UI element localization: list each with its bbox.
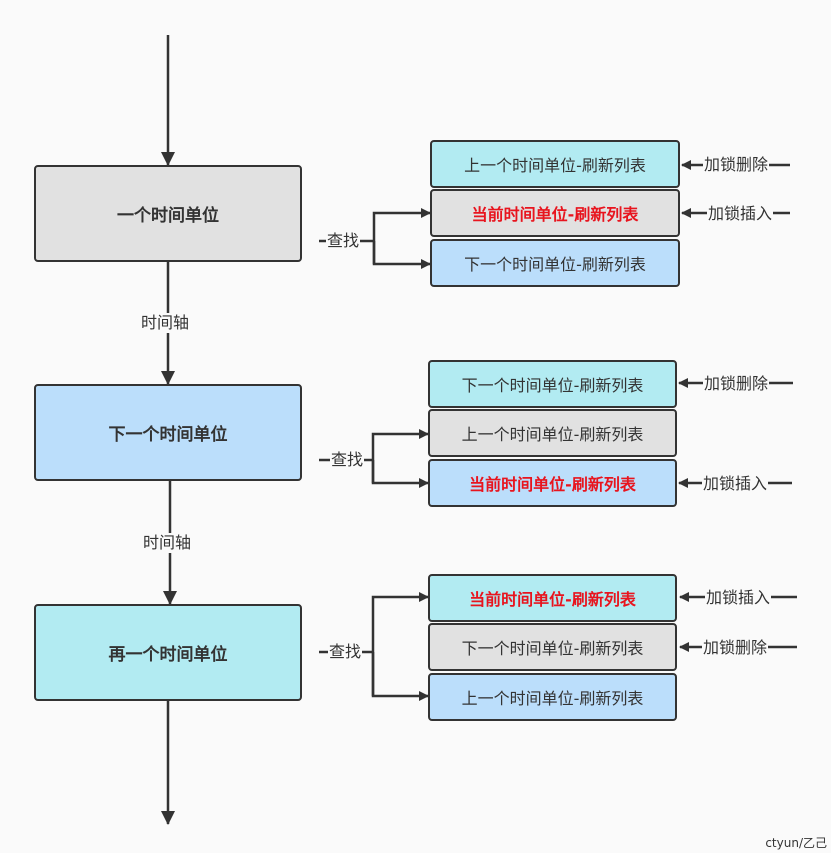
search-label-1: 查找 xyxy=(326,231,361,251)
lock-insert-label: 加锁插入 xyxy=(705,588,772,608)
lock-delete-label: 加锁删除 xyxy=(703,155,770,175)
timeline-label-1: 时间轴 xyxy=(140,313,191,333)
timeline-label-2: 时间轴 xyxy=(142,533,193,553)
lock-insert-label: 加锁插入 xyxy=(707,204,774,224)
refresh-list: 下一个时间单位-刷新列表 xyxy=(430,239,680,287)
refresh-list-current: 当前时间单位-刷新列表 xyxy=(428,574,677,622)
lock-delete-label: 加锁删除 xyxy=(703,374,770,394)
refresh-list: 下一个时间单位-刷新列表 xyxy=(428,360,677,408)
refresh-list: 上一个时间单位-刷新列表 xyxy=(428,673,677,721)
refresh-list-current: 当前时间单位-刷新列表 xyxy=(428,459,677,507)
refresh-list: 上一个时间单位-刷新列表 xyxy=(430,140,680,188)
refresh-list: 下一个时间单位-刷新列表 xyxy=(428,623,677,671)
lock-delete-label: 加锁删除 xyxy=(702,638,769,658)
search-label-2: 查找 xyxy=(330,450,365,470)
lock-insert-label: 加锁插入 xyxy=(702,474,769,494)
search-label-3: 查找 xyxy=(328,642,363,662)
time-unit-3: 再一个时间单位 xyxy=(34,604,302,701)
refresh-list-current: 当前时间单位-刷新列表 xyxy=(430,189,680,237)
time-unit-2: 下一个时间单位 xyxy=(34,384,302,481)
time-unit-1: 一个时间单位 xyxy=(34,165,302,262)
watermark: ctyun/乙己 xyxy=(765,836,827,850)
refresh-list: 上一个时间单位-刷新列表 xyxy=(428,409,677,457)
